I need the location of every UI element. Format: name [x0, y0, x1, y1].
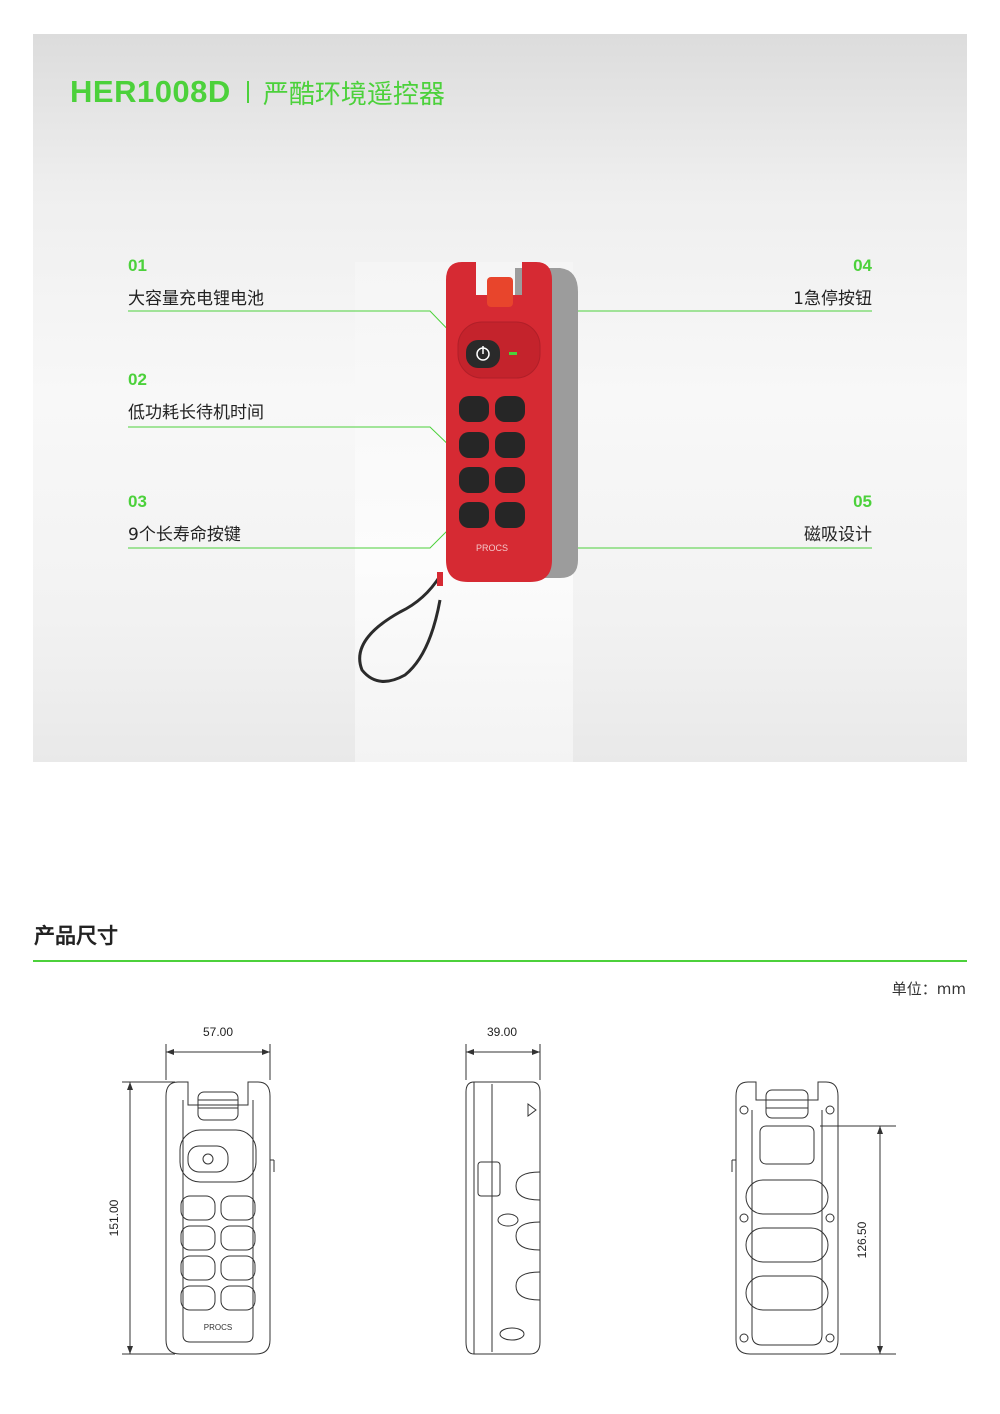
front-view [165, 1081, 275, 1355]
device-body [446, 262, 552, 582]
model-name: HER1008D [70, 74, 231, 109]
feature-03: 03 9个长寿命按键 [128, 492, 241, 545]
title-separator [246, 81, 249, 103]
dimension-arrowheads [127, 1049, 883, 1354]
drawing-brand: PROCS [204, 1323, 232, 1332]
callout-line-05 [550, 521, 872, 549]
feature-label: 磁吸设计 [804, 525, 872, 545]
feature-label: 大容量充电锂电池 [128, 289, 264, 309]
product-subtitle: 严酷环境遥控器 [262, 79, 445, 110]
callout-line-03 [128, 521, 457, 549]
hero-illustration: PROCS [128, 262, 872, 683]
lanyard-clip [437, 572, 443, 586]
feature-05: 05 磁吸设计 [804, 492, 872, 545]
callout-line-04 [547, 310, 872, 339]
feature-label: 低功耗长待机时间 [128, 403, 264, 423]
callout-line-01 [128, 310, 459, 341]
feature-02: 02 低功耗长待机时间 [128, 370, 264, 423]
device-brand: PROCS [476, 543, 508, 553]
section-divider [33, 960, 967, 962]
feature-number: 02 [128, 370, 147, 389]
feature-label: 9个长寿命按键 [128, 525, 241, 545]
feature-number: 04 [853, 256, 872, 275]
feature-number: 05 [853, 492, 872, 511]
emergency-stop-knob [487, 277, 513, 307]
dim-side-width: 39.00 [487, 1025, 517, 1039]
page-title: HER1008D 严酷环境遥控器 [70, 72, 445, 112]
feature-number: 01 [128, 256, 147, 275]
callout-line-02 [128, 426, 457, 453]
feature-01: 01 大容量充电锂电池 [128, 256, 264, 309]
lanyard [358, 575, 442, 683]
section-title: 产品尺寸 [34, 924, 118, 948]
feature-label: 1急停按钮 [793, 289, 872, 309]
keypad [459, 396, 525, 528]
dim-front-width: 57.00 [203, 1025, 233, 1039]
side-view [465, 1081, 541, 1355]
dim-back-height: 126.50 [855, 1221, 869, 1258]
back-view [731, 1081, 839, 1355]
feature-number: 03 [128, 492, 147, 511]
dim-front-height: 151.00 [107, 1199, 121, 1236]
unit-label: 单位：mm [891, 980, 966, 998]
status-led [509, 352, 517, 355]
feature-04: 04 1急停按钮 [793, 256, 872, 309]
